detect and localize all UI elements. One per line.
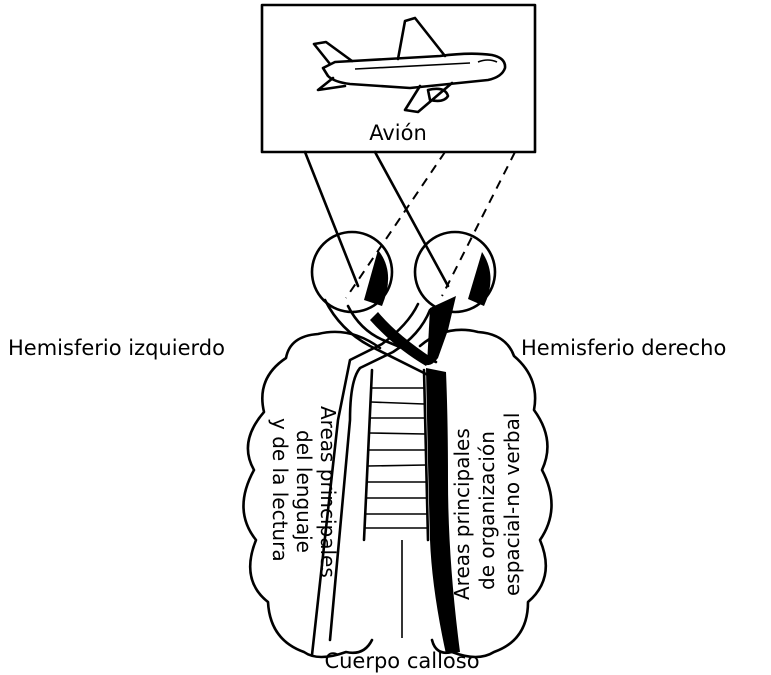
corpus-callosum <box>364 370 428 638</box>
right-hemisphere-label: Hemisferio derecho <box>521 336 726 360</box>
left-areas-label: Areas principales del lenguaje y de la l… <box>268 406 340 578</box>
right-areas-line-1: Areas principales <box>450 428 474 600</box>
right-areas-line-3: espacial-no verbal <box>500 413 524 596</box>
left-areas-line-2: del lenguaje <box>292 430 316 553</box>
left-areas-line-1: Areas principales <box>316 406 340 578</box>
left-areas-line-3: y de la lectura <box>268 418 292 562</box>
left-hemisphere-label: Hemisferio izquierdo <box>8 336 225 360</box>
stimulus-box: Avión <box>262 5 535 152</box>
right-areas-line-2: de organización <box>475 431 499 590</box>
corpus-callosum-label: Cuerpo calloso <box>324 649 479 673</box>
airplane-icon <box>314 18 505 112</box>
right-areas-label: Areas principales de organización espaci… <box>450 413 524 600</box>
stimulus-caption: Avión <box>369 121 427 145</box>
